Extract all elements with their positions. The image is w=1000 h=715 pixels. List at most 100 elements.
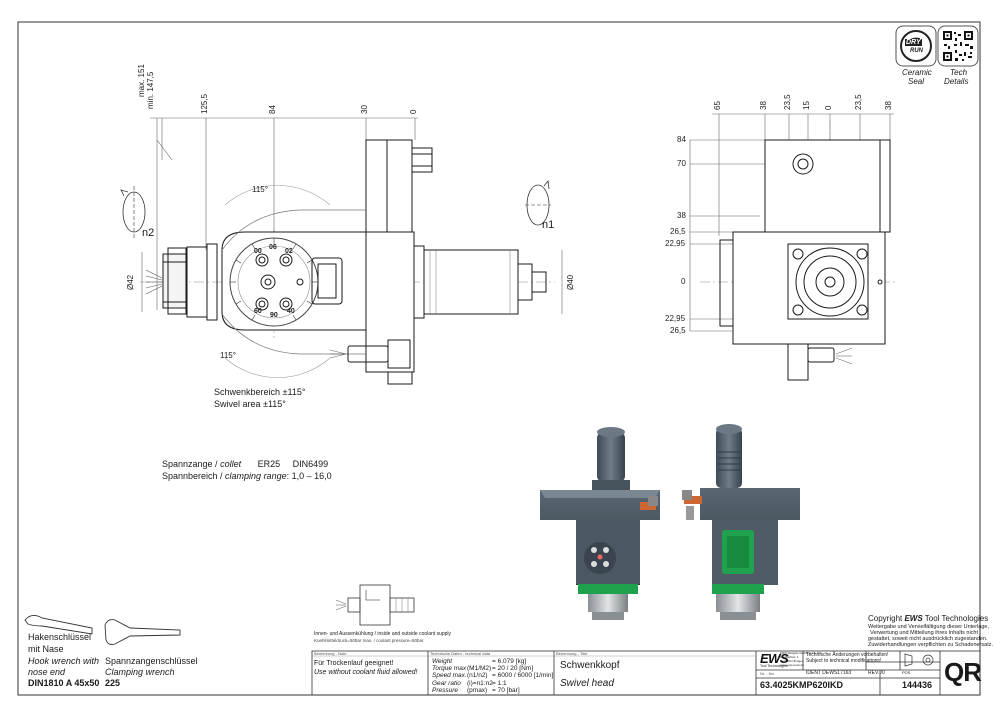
tech-row-label: Pressure xyxy=(432,686,459,694)
coolant-diagram xyxy=(335,584,415,626)
dry-run-bottom: RUN xyxy=(910,48,923,54)
title-de: Schwenkkopf xyxy=(560,660,620,671)
scale-02: 02 xyxy=(285,248,293,255)
collet-value: ER25 xyxy=(257,459,281,469)
angle-bottom: 115° xyxy=(220,351,236,360)
hook-wrench-de2: mit Nase xyxy=(28,644,64,654)
changes-en: Subject to technical modifications! xyxy=(806,658,882,664)
remark-1: Für Trockenlauf geeignet! xyxy=(314,660,394,667)
swivel-en: Swivel area ±115° xyxy=(214,399,286,409)
tech-row-label: Gear ratio xyxy=(432,679,461,687)
name-head: Benennung - Title xyxy=(556,651,588,656)
ews-logo-sub: Tool Technologies xyxy=(760,664,788,668)
copyright-brand: EWS xyxy=(904,614,923,623)
left-dim-lines xyxy=(150,117,418,310)
side-view xyxy=(120,117,563,385)
dia-40: Ø40 xyxy=(566,274,575,290)
part-number: 63.4025KMP620IKD xyxy=(760,680,844,690)
copyright-line-4: Zuwiderhandlungen verpflichten zu Schade… xyxy=(868,642,994,648)
dim-l-22a: 22,95 xyxy=(665,239,686,248)
tech-row-value: = 70 [bar] xyxy=(492,686,520,694)
badge-frames xyxy=(895,25,979,67)
dim-84: 84 xyxy=(268,105,277,114)
ident: IDENT DEWS17163 xyxy=(806,670,852,676)
swivel-de: Schwenkbereich ±115° xyxy=(214,387,306,397)
tech-row-label: Torque max xyxy=(432,665,467,673)
tech-row-value: = 6.079 [kg] xyxy=(492,658,527,665)
remark-2: Use without coolant fluid allowed! xyxy=(314,669,418,676)
remark-head: Bemerkung - Note xyxy=(314,651,347,656)
hook-wrench-en1: Hook wrench with xyxy=(28,656,100,666)
dia-42: Ø42 xyxy=(126,274,135,290)
dim-l-26a: 26,5 xyxy=(670,227,686,236)
collet-de: Spannzange / xyxy=(162,459,221,469)
tech-row-sub: (i)=n1:n2 xyxy=(467,679,493,687)
title-block-lines xyxy=(311,650,981,696)
dim-l-38: 38 xyxy=(677,211,686,220)
scale-00: 00 xyxy=(254,248,262,255)
scale-60: 60 xyxy=(254,308,262,315)
copyright-line-1: Weitergabe und Vervielfältigung dieser U… xyxy=(868,624,989,630)
dim-l-0: 0 xyxy=(681,277,686,286)
dim-0: 0 xyxy=(409,109,418,114)
title-en: Swivel head xyxy=(560,678,614,689)
pos-head: POS xyxy=(902,670,911,675)
tech-row-label: Speed max. xyxy=(432,672,467,680)
angle-top: 115° xyxy=(252,185,268,194)
dim-r-23a: 23,5 xyxy=(783,94,792,110)
copyright-line-2: Verwertung und Mitteilung ihres Inhalts … xyxy=(870,630,978,636)
dim-30: 30 xyxy=(360,105,369,114)
tech-row-value: = 6000 / 6000 [1/min] xyxy=(492,672,554,680)
nr-head: Nr. - No. xyxy=(760,671,775,676)
range-de: Spannbereich / xyxy=(162,471,226,481)
tech-row-sub: (n1/n2) xyxy=(467,672,488,680)
copyright-suffix: Tool Technologies xyxy=(922,614,989,623)
dim-min: min. 147,5 xyxy=(146,71,155,109)
coolant-pressure-note: Kuehlmitteldruck=50bar max. / coolant pr… xyxy=(314,638,424,643)
dim-l-84: 84 xyxy=(677,135,686,144)
projection-symbol xyxy=(904,653,934,667)
hook-wrench-de1: Hakenschlüssel xyxy=(28,632,92,642)
dim-l-26b: 26,5 xyxy=(670,326,686,335)
revision: REV. /0 xyxy=(868,670,885,676)
dim-r-15: 15 xyxy=(802,101,811,110)
copyright-title: Copyright EWS Tool Technologies xyxy=(868,615,988,623)
tech-head: Technische Daten - technical data xyxy=(430,651,491,656)
hook-wrench-spec: DIN1810 A 45x50 xyxy=(28,678,100,688)
clamp-wrench-en: Clamping wrench xyxy=(105,667,175,677)
dim-l-22b: 22,95 xyxy=(665,314,686,323)
clamp-wrench-de: Spannzangenschlüssel xyxy=(105,656,198,666)
company-line-3: D-73084 Uhingen xyxy=(780,659,804,663)
label-n2: n2 xyxy=(142,227,155,239)
scale-06: 06 xyxy=(269,244,277,251)
dim-r-65: 65 xyxy=(713,101,722,110)
company-line-1: EWS Weigele GmbH & Co. KG xyxy=(780,651,822,655)
details-label[interactable]: Details xyxy=(944,77,969,86)
tech-row-value: = 20 / 20 [Nm] xyxy=(492,665,534,673)
tech-row-sub: (pmax) xyxy=(467,686,488,694)
dim-r-38a: 38 xyxy=(759,101,768,110)
hook-wrench-en2: nose end xyxy=(28,667,66,677)
range-en: clamping range xyxy=(225,471,287,481)
copyright-prefix: Copyright xyxy=(868,614,905,623)
qr-label[interactable]: QR xyxy=(944,657,982,687)
coolant-note: Innen- und Aussenkühlung / inside and ou… xyxy=(314,631,452,637)
render-right xyxy=(682,424,800,620)
clamping-range-line: Spannbereich / clamping range: 1,0 – 16,… xyxy=(162,472,332,481)
dim-r-23b: 23,5 xyxy=(854,94,863,110)
tech-row-value: = 1:1 xyxy=(492,679,507,687)
wrench-drawings xyxy=(24,615,181,645)
tech-label[interactable]: Tech xyxy=(950,68,968,77)
scale-90: 90 xyxy=(270,312,278,319)
changes-de: Technische Änderungen vorbehalten! xyxy=(806,652,889,658)
seal-label: Seal xyxy=(908,77,925,86)
order-number: 144436 xyxy=(902,680,933,690)
ceramic-label: Ceramic xyxy=(902,68,932,77)
tech-row-sub: (M1/M2) xyxy=(467,665,492,673)
label-n1: n1 xyxy=(542,219,555,231)
company-line-4: www.ews-tools.de xyxy=(780,663,805,667)
render-left xyxy=(540,427,660,620)
company-line-2: Maybachstr. 1 xyxy=(780,655,799,659)
